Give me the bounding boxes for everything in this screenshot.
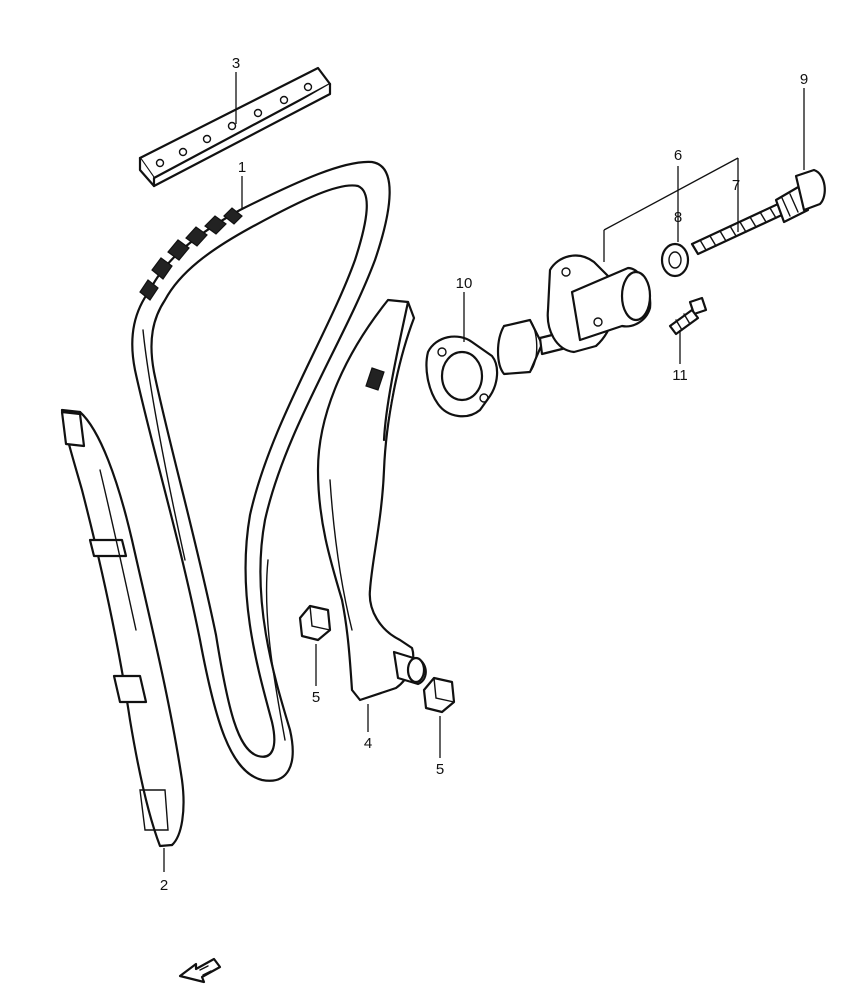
callout-10: 10 xyxy=(456,275,473,292)
callout-3: 3 xyxy=(232,55,240,72)
callout-5-right: 5 xyxy=(436,761,444,778)
part-10-tensioner-gasket xyxy=(425,335,499,418)
part-5-dowel-pin-right xyxy=(422,676,456,714)
callout-7: 7 xyxy=(732,177,740,194)
callout-9: 9 xyxy=(800,71,808,88)
part-2-chain-guide xyxy=(60,408,185,848)
callout-2: 2 xyxy=(160,877,168,894)
part-5-dowel-pin-left xyxy=(298,604,332,642)
callout-1: 1 xyxy=(238,159,246,176)
leader-lines xyxy=(163,72,805,872)
callout-11: 11 xyxy=(672,367,688,384)
callout-8: 8 xyxy=(674,209,682,226)
front-direction-arrow-icon xyxy=(178,957,222,984)
part-1-cam-chain xyxy=(131,160,391,782)
part-4-chain-tensioner-arm xyxy=(316,298,427,702)
part-11-bolt xyxy=(668,296,708,336)
callout-4: 4 xyxy=(364,735,372,752)
callout-6: 6 xyxy=(674,147,682,164)
callout-5-left: 5 xyxy=(312,689,320,706)
part-9-cap-bolt xyxy=(774,168,826,224)
part-3-chain-guide-plate xyxy=(138,66,332,188)
part-6-tensioner-assembly xyxy=(496,254,652,376)
part-8-washer xyxy=(660,242,690,278)
